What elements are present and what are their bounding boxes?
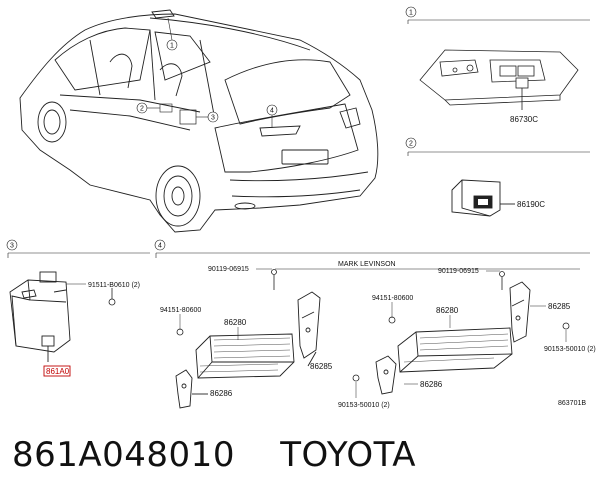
right-fasteners-drawing <box>352 271 570 382</box>
part-86730C-label: 86730C <box>510 115 538 124</box>
section-2: 2 86190C <box>405 137 590 217</box>
section-4-number: 4 <box>158 243 162 250</box>
left-nut-label: 94151-80600 <box>160 307 201 314</box>
callout-3-label: 3 <box>211 115 215 122</box>
right-bracket-right-label: 86285 <box>548 302 571 311</box>
section-2-number: 2 <box>409 141 413 148</box>
highlighted-part-box <box>43 365 71 377</box>
section-1-number: 1 <box>409 10 413 17</box>
right-amp-label: 86280 <box>436 306 459 315</box>
callout-1-label: 1 <box>170 43 174 50</box>
section-3-number: 3 <box>10 243 14 250</box>
left-amplifier-drawing <box>195 333 295 379</box>
mark-levinson-header: MARK LEVINSON <box>338 261 396 268</box>
left-bolt-top-label: 90119-06915 <box>208 266 249 273</box>
callout-4-on-car: 4 <box>266 104 278 128</box>
left-bracket-right-label: 86285 <box>310 362 333 371</box>
vehicle-illustration <box>19 9 379 233</box>
left-fasteners-drawing <box>176 269 277 336</box>
right-bolt-side-label: 90153-50010 (2) <box>544 346 596 353</box>
caption-part-number: 861A048010 <box>12 435 235 475</box>
callout-2-on-car: 2 <box>136 102 173 114</box>
left-amp-label: 86280 <box>224 318 247 327</box>
section-3: 3 91511-B0610 (2) 861A0 <box>6 239 150 377</box>
left-bracket-86286-drawing <box>175 369 208 409</box>
vehicle-callouts: 1 2 3 4 <box>136 17 278 128</box>
left-bracket-left-label: 86286 <box>210 389 233 398</box>
bolt-91511-drawing <box>108 288 116 306</box>
right-amplifier-drawing <box>397 327 513 373</box>
section-4: 4 MARK LEVINSON 90119-06915 94151-80600 … <box>154 239 596 409</box>
callout-4-label: 4 <box>270 108 274 115</box>
right-bolt-top-label: 90119-06915 <box>438 268 479 275</box>
right-bracket-86285-drawing <box>509 281 531 343</box>
reference-number: 863701B <box>558 400 586 407</box>
right-nut-label: 94151-80600 <box>372 295 413 302</box>
right-bracket-86286-drawing <box>375 355 397 395</box>
left-bracket-86285-drawing <box>297 291 321 367</box>
part-861A0-highlight: 861A0 <box>46 367 70 376</box>
callout-3-on-car: 3 <box>179 109 219 125</box>
switch-module-drawing <box>451 179 515 217</box>
section-1: 1 86730C <box>405 6 590 124</box>
caption-brand: TOYOTA <box>280 435 416 475</box>
right-bolt-bottom-label: 90153-50010 (2) <box>338 402 390 409</box>
callout-1-on-car: 1 <box>166 17 178 51</box>
right-bracket-left-label: 86286 <box>420 380 443 389</box>
bolt-91511-label: 91511-B0610 (2) <box>88 282 140 289</box>
control-module-drawing <box>9 271 71 362</box>
part-86190C-label: 86190C <box>517 200 545 209</box>
product-caption: 861A048010 TOYOTA <box>12 435 592 485</box>
overhead-console-drawing <box>419 49 579 110</box>
callout-2-label: 2 <box>140 106 144 113</box>
